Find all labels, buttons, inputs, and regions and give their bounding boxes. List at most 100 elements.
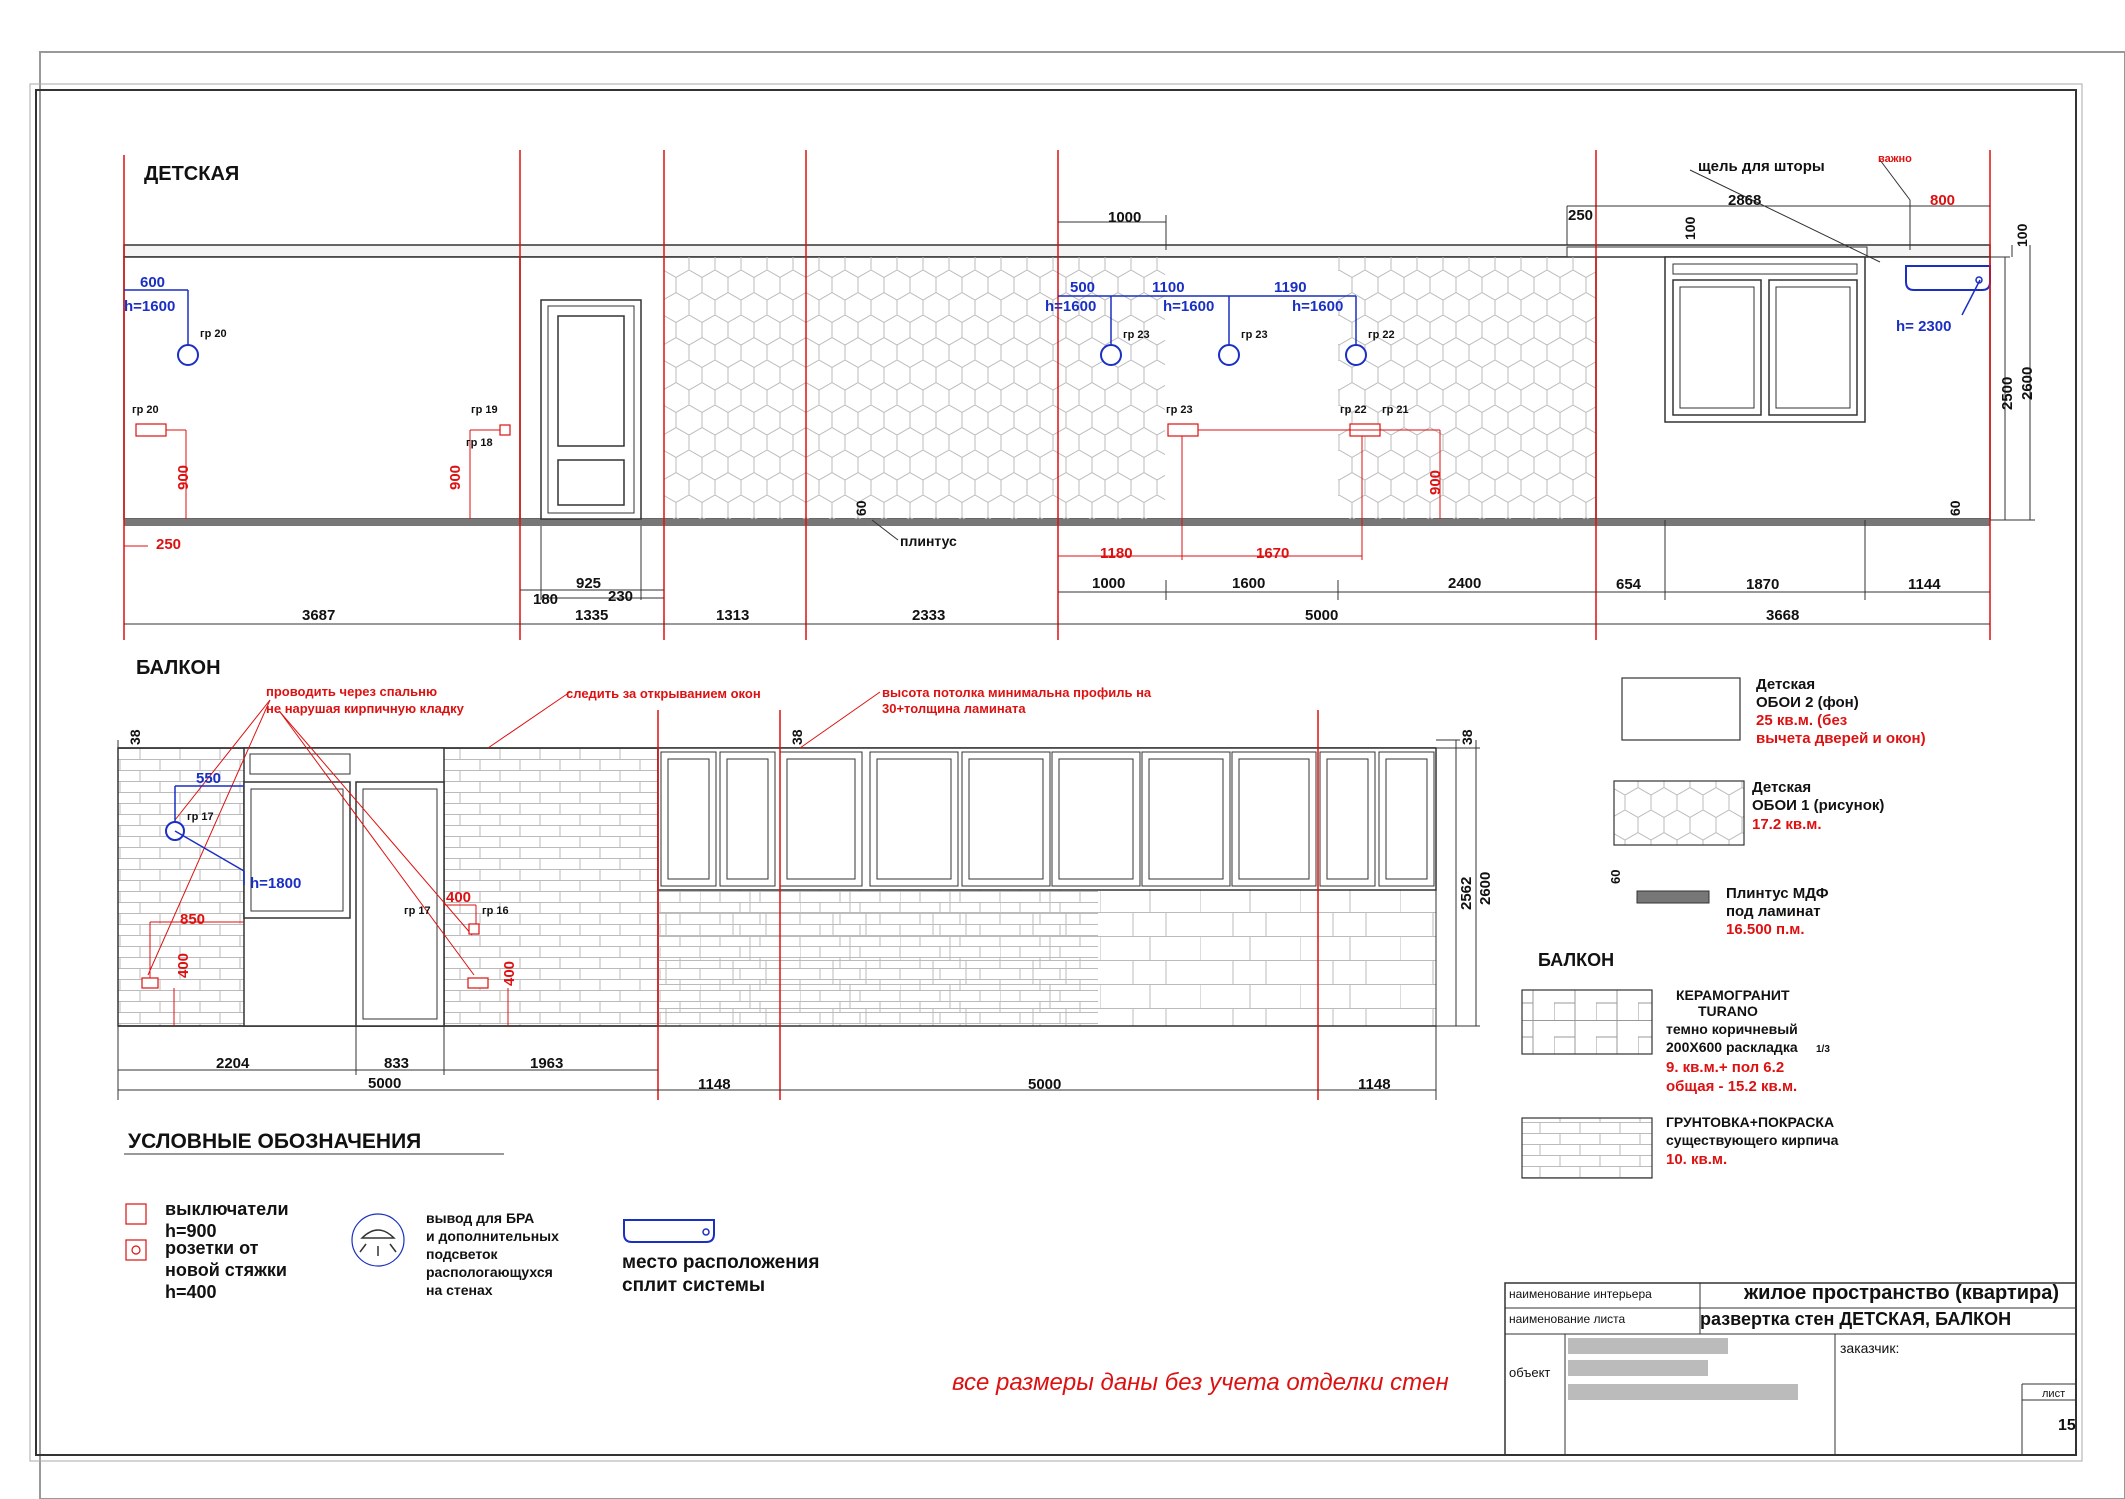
ac-height: h= 2300 [1896,318,1951,335]
balcony-dim-1148-b: 1148 [1358,1076,1391,1093]
door [540,299,642,520]
swatch-plinth [1636,890,1710,904]
window-detskaya [1664,256,1866,423]
balcony-dim-5000-b: 5000 [1028,1076,1061,1093]
balcony-dim-400-a: 400 [175,953,192,978]
dim-1600: 1600 [1232,575,1265,592]
legend-title: УСЛОВНЫЕ ОБОЗНАЧЕНИЯ [128,1130,421,1153]
tb-object-redacted [1568,1338,1798,1400]
tb-sheet-name-label: наименование листа [1509,1312,1626,1326]
material-1-line-4: вычета дверей и окон) [1756,730,1926,747]
balcony-dim-550: 550 [196,770,221,787]
dim-1313: 1313 [716,607,749,624]
switch-group-22: гр 22 [1340,404,1367,416]
balcony-dim-5000-a: 5000 [368,1075,401,1092]
switch-group-19: гр 19 [471,404,498,416]
material-4-line-1: КЕРАМОГРАНИТ [1676,987,1790,1003]
dim-60-a: 60 [853,500,869,516]
balcony-note-2: следить за открыванием окон [566,686,761,701]
material-4-line-5: 9. кв.м.+ пол 6.2 [1666,1059,1784,1076]
switch-height-c: 900 [1427,470,1444,495]
sconce-b-width: 500 [1070,279,1095,296]
tb-object-label: объект [1509,1365,1550,1380]
swatch-granite [1521,989,1653,1055]
dim-1180: 1180 [1100,545,1133,562]
dim-60-b: 60 [1947,500,1963,516]
dim-2333: 2333 [912,607,945,624]
plinth-label: плинтус [900,533,957,549]
sconce-a-width: 600 [140,274,165,291]
material-2-line-2: ОБОИ 1 (рисунок) [1752,797,1884,814]
swatch-wallpaper-2 [1621,677,1741,741]
balcony-windows [657,747,1437,891]
tb-interior-value: жилое пространство (квартира) [1743,1282,2059,1304]
tb-sheet-name-value: развертка стен ДЕТСКАЯ, БАЛКОН [1700,1309,2011,1329]
tb-customer-label: заказчик: [1840,1340,1899,1356]
balcony-note-1a: проводить через спальню [266,684,437,699]
legend-socket-3: h=400 [165,1282,217,1302]
bottom-note: все размеры даны без учета отделки стен [952,1369,1449,1396]
material-1-line-2: ОБОИ 2 (фон) [1756,694,1859,711]
dim-1670: 1670 [1256,545,1289,562]
switch-group-21: гр 21 [1382,404,1409,416]
sconce-c-width: 1100 [1152,279,1185,296]
dim-2868: 2868 [1728,192,1761,209]
switch-icon [125,1203,147,1225]
socket-icon [125,1239,147,1261]
material-5-line-3: 10. кв.м. [1666,1151,1727,1168]
balcony-dim-38-a: 38 [127,729,143,745]
dim-3687: 3687 [302,607,335,624]
sconce-d-width: 1190 [1274,279,1307,296]
dim-5000-top: 5000 [1305,607,1338,624]
section-lines-top [123,150,1991,640]
wall-sconce-icon [177,344,1367,366]
balcony-dim-833: 833 [384,1055,409,1072]
balcony-note-3b: 30+толщина ламината [882,701,1026,716]
sconce-c-height: h=1600 [1163,298,1214,315]
section-lines-balcony [657,710,1319,1100]
sconce-a-height: h=1600 [124,298,175,315]
material-4-line-3: темно коричневый [1666,1021,1798,1037]
plinth [124,519,1990,526]
balcony-dim-2204: 2204 [216,1055,250,1072]
switch-group-18: гр 18 [466,437,493,449]
dim-lines-bottom-top [124,520,1990,625]
material-4-line-6: общая - 15.2 кв.м. [1666,1078,1797,1095]
balcony-gr17-a: гр 17 [187,811,214,823]
legend-socket-1: розетки от [165,1238,259,1258]
dim-2600: 2600 [2019,367,2036,400]
material-2-line-1: Детская [1752,779,1811,796]
dim-1000-bottom: 1000 [1092,575,1125,592]
dim-800: 800 [1930,192,1955,209]
material-3-line-1: Плинтус МДФ [1726,885,1829,902]
balcony-dim-2600: 2600 [1477,872,1494,905]
balcony-tile-wall [657,889,1437,1027]
material-4-line-4: 200X600 раскладка [1666,1039,1798,1055]
dim-2500: 2500 [1999,377,2016,410]
sconce-a-group: гр 20 [200,328,227,340]
legend-bra-4: распологающухся [426,1264,553,1280]
leader-lines-balcony [147,691,881,976]
section-title-detskaya: ДЕТСКАЯ [144,163,239,185]
balcony-gr17-b: гр 17 [404,905,431,917]
tb-sheet-number: 15 [2058,1417,2076,1434]
material-1-line-1: Детская [1756,676,1815,693]
dim-250-top: 250 [1568,207,1593,224]
dim-1870: 1870 [1746,576,1779,593]
materials-balkon-title: БАЛКОН [1538,950,1614,970]
balcony-vert-dims [117,739,1480,1027]
dim-lines-top [1058,159,2035,521]
balcony-dim-2562: 2562 [1458,877,1475,910]
balcony-gr16: гр 16 [482,905,509,917]
switch-dims-top [124,429,1441,560]
sconce-d-height: h=1600 [1292,298,1343,315]
balcony-dim-38-c: 38 [1459,729,1475,745]
material-5-line-2: существующего кирпича [1666,1132,1839,1148]
dim-230: 230 [608,588,633,605]
balcony-switch-dims [149,904,509,1026]
legend-ac-1: место расположения [622,1252,819,1273]
material-1-line-3: 25 кв.м. (без [1756,712,1847,729]
legend-switch-2: h=900 [165,1221,217,1241]
material-3-line-3: 16.500 п.м. [1726,921,1805,938]
tb-interior-label: наименование интерьера [1509,1287,1652,1301]
